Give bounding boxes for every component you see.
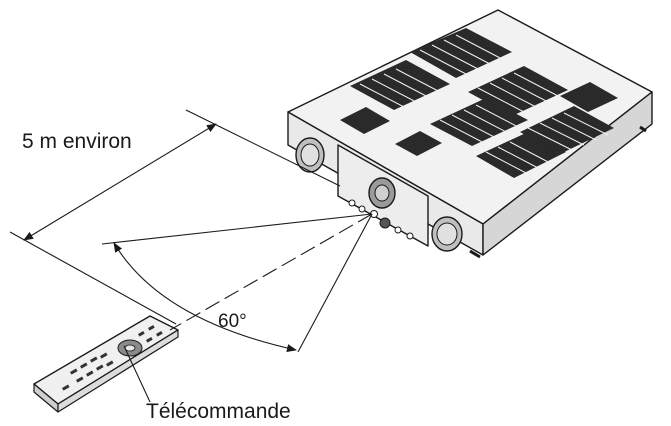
distance-label: 5 m environ [22, 130, 132, 153]
amplifier-vent-grilles [340, 28, 618, 178]
cone-lower-line [297, 213, 373, 353]
remote-label: Télécommande [146, 400, 291, 423]
center-axis-line [169, 213, 373, 331]
distance-extension-bottom [9, 231, 177, 325]
remote-leader-line [123, 345, 151, 403]
distance-dimension-line [23, 123, 217, 241]
range-lines [9, 109, 373, 403]
remote-body [33, 315, 179, 405]
angle-arc [113, 242, 297, 352]
cone-upper-line [101, 213, 373, 245]
amplifier-grille-lines [359, 34, 609, 175]
distance-extension-top [185, 109, 341, 187]
angle-label: 60° [218, 311, 247, 332]
remote-control-illustration [33, 315, 179, 413]
amplifier-left-knob [295, 137, 325, 173]
amplifier-illustration [287, 9, 653, 259]
amplifier-right-knob [431, 216, 463, 252]
amplifier-front-buttons [348, 199, 414, 240]
